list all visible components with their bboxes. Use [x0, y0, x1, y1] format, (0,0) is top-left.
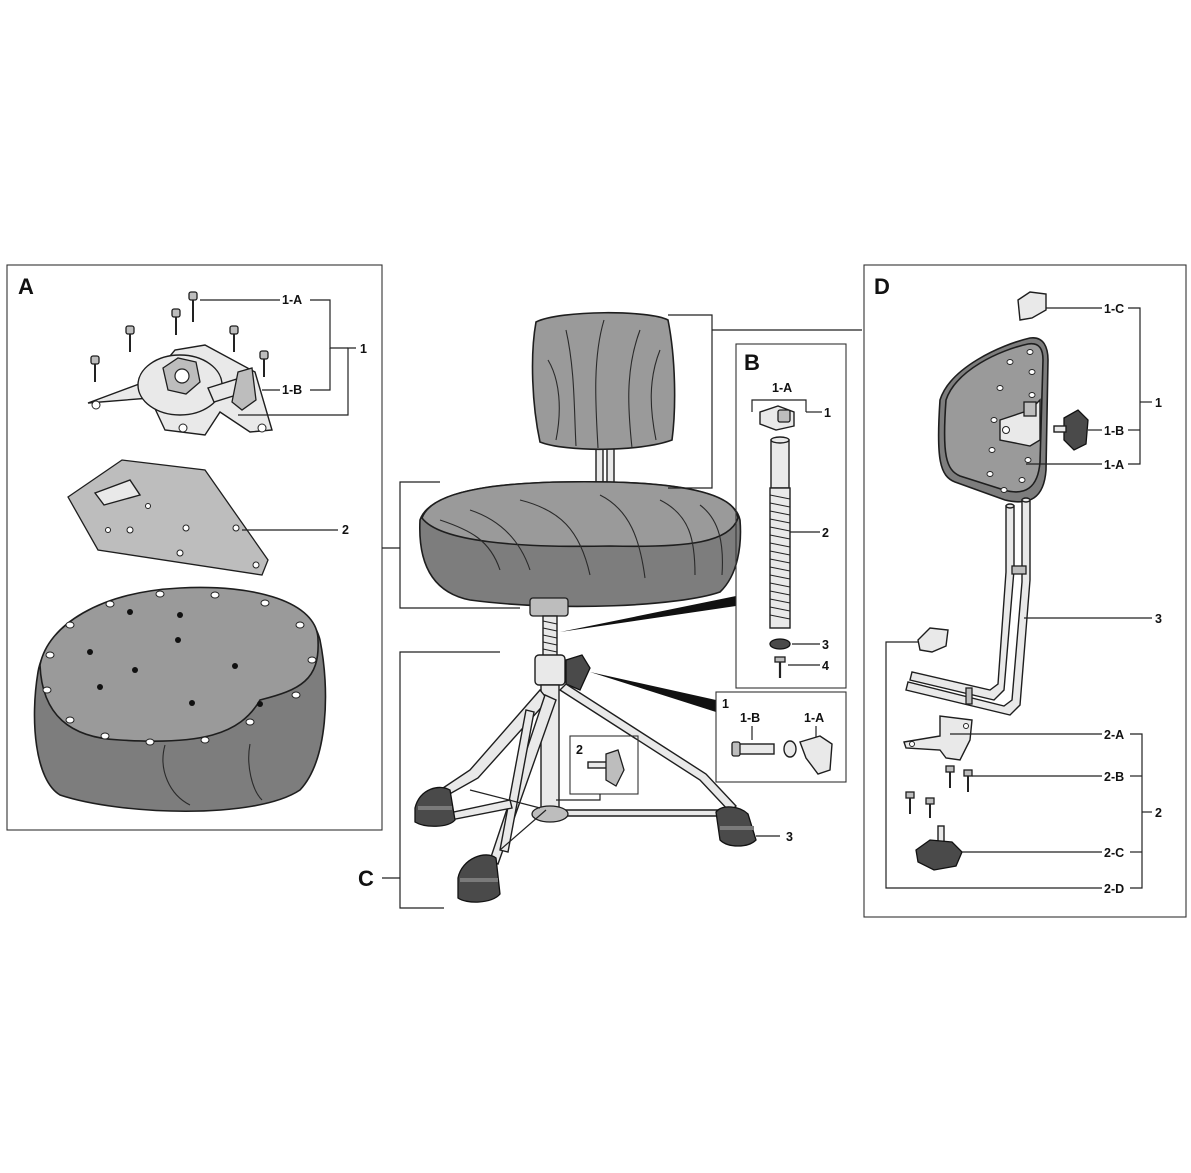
- panel-a-leaders: [200, 299, 356, 531]
- callout-c-1: 1: [722, 697, 729, 711]
- callout-b-3: 3: [822, 638, 829, 652]
- panel-d-title: D: [874, 274, 890, 299]
- callout-d-1b: 1-B: [1104, 424, 1124, 438]
- callout-c-1a: 1-A: [804, 711, 824, 725]
- callout-b-1: 1: [824, 406, 831, 420]
- panel-c1-inset: 1 1-B 1-A: [715, 691, 847, 783]
- panel-a-mount-plate: [67, 459, 269, 576]
- panel-a-title: A: [18, 274, 34, 299]
- callout-c-2: 2: [576, 743, 583, 757]
- panel-b: B 1-A 1 2 3 4: [735, 343, 847, 689]
- panel-c-title: C: [358, 866, 374, 891]
- callout-b-2: 2: [822, 526, 829, 540]
- assembled-drum-throne: [414, 311, 757, 903]
- callout-a-1a: 1-A: [282, 293, 302, 307]
- callout-d-3: 3: [1155, 612, 1162, 626]
- panel-b-frame: [735, 343, 847, 689]
- callout-a-1: 1: [360, 342, 367, 356]
- callout-a-1b: 1-B: [282, 383, 302, 397]
- panel-b-title: B: [744, 350, 760, 375]
- panel-c1-frame: [715, 691, 847, 783]
- callout-d-2a: 2-A: [1104, 728, 1124, 742]
- callout-d-1: 1: [1155, 396, 1162, 410]
- callout-c-1b: 1-B: [740, 711, 760, 725]
- panel-c-knob-inset: 2: [556, 735, 639, 801]
- panel-a: A: [6, 264, 383, 831]
- center-tripod-legs: [438, 683, 737, 865]
- callout-d-2d: 2-D: [1104, 882, 1124, 896]
- callout-d-2: 2: [1155, 806, 1162, 820]
- callout-b-4: 4: [822, 659, 829, 673]
- callout-d-2b: 2-B: [1104, 770, 1124, 784]
- panel-d-frame: [863, 264, 1187, 918]
- panel-a-seat-cushion: [33, 586, 327, 813]
- callout-d-1c: 1-C: [1104, 302, 1124, 316]
- callout-c-3: 3: [786, 830, 793, 844]
- callout-a-2: 2: [342, 523, 349, 537]
- panel-a-seat-bracket: [87, 344, 273, 436]
- callout-d-1a: 1-A: [1104, 458, 1124, 472]
- callout-d-2c: 2-C: [1104, 846, 1124, 860]
- center-backrest: [531, 311, 676, 451]
- panel-d: D 1-C 1-B 1-A 1: [863, 264, 1187, 918]
- panel-d-backrest-frame: [905, 497, 1031, 716]
- callout-b-1a: 1-A: [772, 381, 792, 395]
- center-leaders: [382, 314, 862, 909]
